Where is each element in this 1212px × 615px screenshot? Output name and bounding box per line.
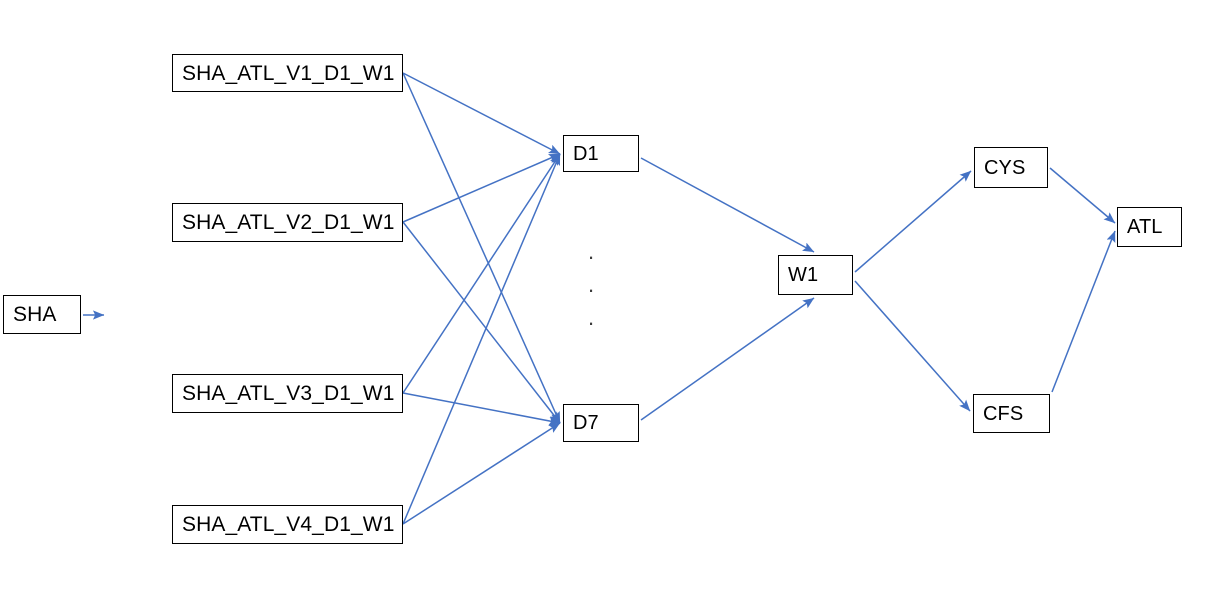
node-label: CFS <box>983 402 1024 425</box>
node-sha-atl-v4-d1-w1[interactable]: SHA_ATL_V4_D1_W1 <box>172 505 403 544</box>
node-sha-atl-v2-d1-w1[interactable]: SHA_ATL_V2_D1_W1 <box>172 203 403 242</box>
node-label: D1 <box>573 142 599 165</box>
edge-w1-cfs <box>854 280 971 412</box>
ellipsis-dot: . <box>588 272 595 297</box>
edge-v4-d1 <box>402 153 561 525</box>
edge-v2-d1 <box>402 153 561 223</box>
node-w1[interactable]: W1 <box>778 255 853 295</box>
edge-v1-d1 <box>402 72 561 155</box>
node-cfs[interactable]: CFS <box>973 394 1050 433</box>
node-sha-atl-v3-d1-w1[interactable]: SHA_ATL_V3_D1_W1 <box>172 374 403 413</box>
edge-cys-atl <box>1049 167 1116 224</box>
edge-cfs-atl <box>1051 230 1116 393</box>
edge-v3-d1 <box>402 153 561 394</box>
edge-d7-w1 <box>640 297 815 421</box>
edge-v3-d7 <box>402 392 561 426</box>
node-sha-atl-v1-d1-w1[interactable]: SHA_ATL_V1_D1_W1 <box>172 54 403 92</box>
node-sha[interactable]: SHA <box>3 295 81 334</box>
node-label: CYS <box>984 156 1026 179</box>
node-cys[interactable]: CYS <box>974 147 1048 188</box>
node-d7[interactable]: D7 <box>563 404 639 442</box>
edge-v1-d7 <box>402 72 561 424</box>
node-label: SHA_ATL_V2_D1_W1 <box>182 211 395 234</box>
ellipsis-dot: . <box>588 239 595 264</box>
node-label: D7 <box>573 412 599 434</box>
node-label: SHA <box>13 303 57 326</box>
node-label: SHA_ATL_V3_D1_W1 <box>182 382 395 405</box>
node-label: SHA_ATL_V1_D1_W1 <box>182 61 395 85</box>
edge-w1-cys <box>854 170 972 273</box>
edge-d1-w1 <box>640 157 815 253</box>
node-d1[interactable]: D1 <box>563 135 639 172</box>
node-label: W1 <box>788 264 819 286</box>
node-label: SHA_ATL_V4_D1_W1 <box>182 513 395 536</box>
edge-v4-d7 <box>402 422 561 525</box>
ellipsis-dot: . <box>588 305 595 330</box>
vertical-ellipsis: ... <box>588 235 594 334</box>
node-label: ATL <box>1127 216 1163 238</box>
node-atl[interactable]: ATL <box>1117 207 1182 247</box>
edge-v2-d7 <box>402 221 561 424</box>
